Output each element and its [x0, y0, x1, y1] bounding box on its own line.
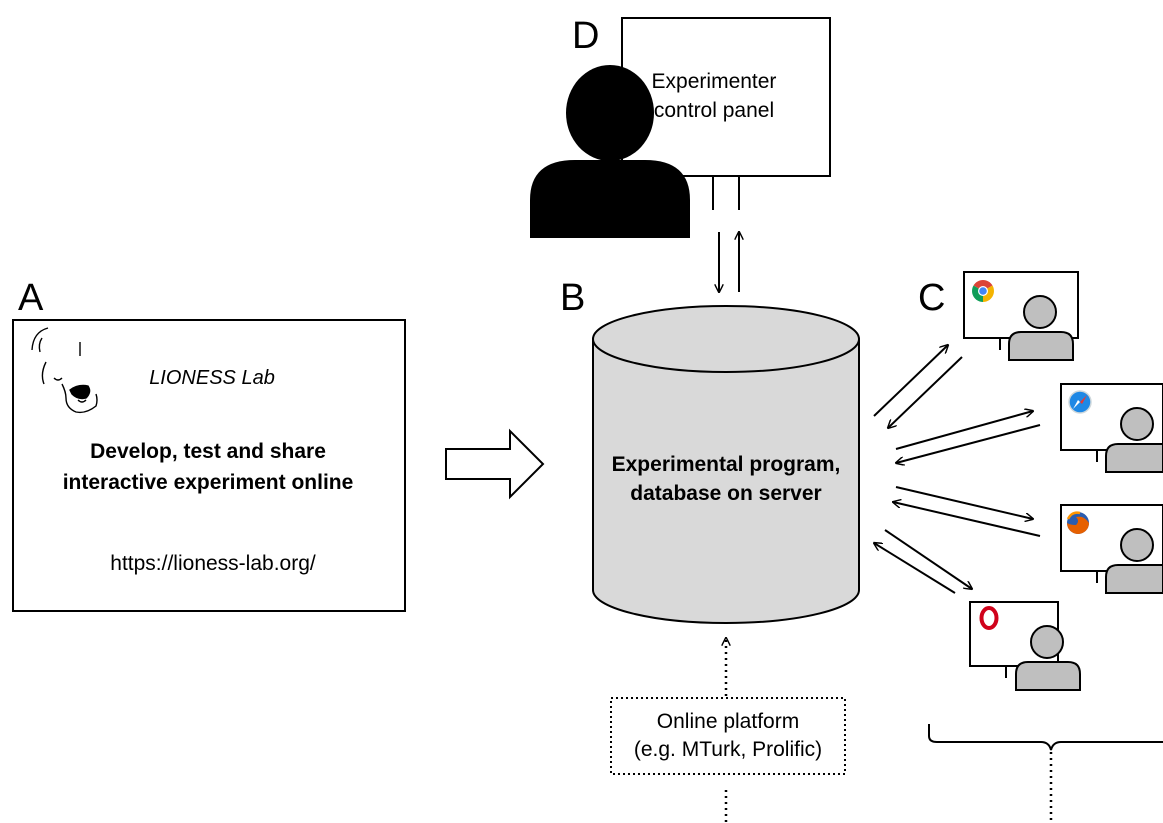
panel-d-letter: D — [572, 15, 599, 57]
arrow-participant-4-to-server — [874, 543, 956, 594]
opera-icon — [979, 606, 999, 630]
participant-3-body — [1105, 564, 1163, 594]
lioness-logo-icon — [31, 327, 98, 414]
participant-2 — [1060, 383, 1163, 473]
participant-3 — [1060, 504, 1163, 594]
arrow-server-to-participant-3 — [895, 486, 1033, 519]
participant-4-body — [1015, 661, 1081, 691]
platform-label-line1: Online platform — [657, 710, 799, 733]
participant-3-head — [1120, 528, 1154, 562]
safari-icon — [1068, 390, 1092, 414]
participant-2-head — [1120, 407, 1154, 441]
block-arrow-a-to-b — [445, 428, 545, 500]
participants-brace — [928, 724, 1163, 751]
experimenter-control-panel-screen — [621, 17, 831, 177]
lioness-tagline-line1: Develop, test and share — [90, 440, 326, 463]
platform-label-line2: (e.g. MTurk, Prolific) — [634, 738, 822, 761]
arrow-server-to-participant-1 — [873, 345, 948, 417]
participant-1-body — [1008, 331, 1074, 361]
online-platform: Online platform (e.g. MTurk, Prolific) — [610, 638, 846, 822]
panel-a-letter: A — [18, 277, 44, 319]
server-label-line2: database on server — [630, 482, 821, 505]
panel-c-letter: C — [918, 277, 945, 319]
lioness-tagline-line2: interactive experiment online — [63, 471, 354, 494]
participant-1-head — [1023, 295, 1057, 329]
experimenter-person-icon — [530, 65, 690, 238]
lioness-lab-brand: LIONESS Lab — [149, 367, 275, 389]
control-panel-label-line1: Experimenter — [652, 70, 777, 93]
arrow-server-to-participant-2 — [895, 411, 1033, 450]
firefox-icon — [1066, 511, 1089, 534]
server-label-line1: Experimental program, — [612, 453, 841, 476]
participant-4 — [969, 601, 1081, 691]
panel-d: D Experimenter control panel — [530, 15, 831, 292]
arrow-participant-3-to-server — [893, 502, 1041, 537]
lioness-lab-box — [12, 319, 406, 612]
server-database-cylinder — [592, 305, 860, 624]
lioness-url: https://lioness-lab.org/ — [110, 552, 316, 575]
arrow-participant-2-to-server — [896, 424, 1041, 463]
panel-b: B Experimental program, database on serv… — [560, 277, 860, 624]
online-platform-box — [610, 697, 846, 775]
participant-1 — [963, 271, 1079, 361]
panel-a: A LIONESS Lab Develop, test and share in… — [12, 277, 406, 612]
panel-c: C — [873, 271, 1163, 822]
participant-2-body — [1105, 443, 1163, 473]
control-panel-label-line2: control panel — [654, 99, 774, 122]
arrow-participant-1-to-server — [888, 356, 963, 428]
chrome-icon — [972, 280, 994, 302]
arrow-server-to-participant-4 — [884, 529, 972, 589]
panel-b-letter: B — [560, 277, 585, 319]
participant-4-head — [1030, 625, 1064, 659]
